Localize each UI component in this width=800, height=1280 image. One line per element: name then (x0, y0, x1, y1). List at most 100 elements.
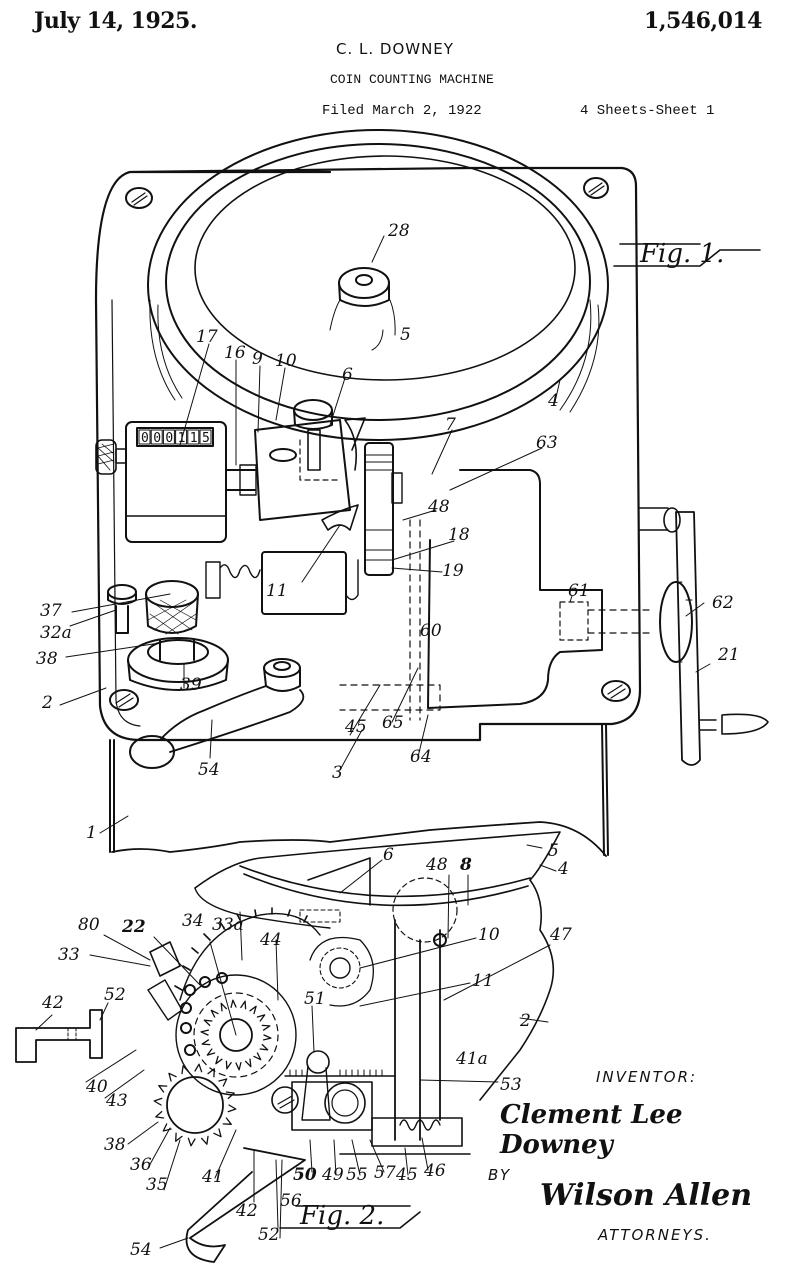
screw-hole-icon (583, 177, 609, 199)
counter-digit-cell (138, 429, 151, 445)
gear-teeth (153, 1063, 237, 1147)
reference-numeral: 46 (423, 1161, 446, 1181)
reference-numeral: 45 (395, 1165, 418, 1185)
reference-numeral: 80 (78, 915, 100, 935)
counter-digit-cell (150, 429, 163, 445)
reference-numeral: 52 (104, 985, 126, 1005)
lever-54 (185, 1147, 306, 1263)
inventor-name: C. L. DOWNEY (336, 40, 454, 58)
reference-numeral: 41 (201, 1167, 224, 1187)
counter-digit: 0 (153, 431, 161, 446)
attorney-signature: Wilson Allen (540, 1178, 753, 1213)
reference-numeral: 9 (252, 349, 263, 369)
reference-numeral: 62 (712, 593, 734, 613)
reference-numeral: 57 (374, 1163, 396, 1183)
reference-numeral: 54 (198, 760, 220, 780)
coin-bowl-rim-inner (165, 143, 591, 421)
sheet-count: 4 Sheets-Sheet 1 (580, 103, 715, 119)
crank-handle (721, 713, 769, 735)
reference-numeral: 34 (182, 911, 204, 931)
reference-numeral: 37 (40, 601, 62, 621)
reference-numeral: 10 (275, 351, 297, 371)
attorneys-caption: ATTORNEYS. (598, 1226, 712, 1244)
reference-numeral: 61 (568, 581, 590, 601)
reference-numeral: 11 (266, 581, 288, 601)
reference-numeral: 17 (196, 327, 218, 347)
bowl-section (194, 831, 561, 907)
crank-lever-54 (159, 685, 305, 753)
reference-numeral: 4 (547, 391, 559, 411)
reference-numeral: 63 (536, 433, 558, 453)
coin-bowl-rim-outer (147, 129, 609, 441)
bowl-side-shading (149, 299, 600, 413)
dial-39 (127, 637, 229, 683)
reference-numeral: 41a (455, 1049, 488, 1069)
reference-numeral: 40 (85, 1077, 108, 1097)
segment-gear (179, 912, 321, 1001)
reference-numeral: 45 (344, 717, 367, 737)
t-piece-42 (15, 1009, 103, 1063)
reference-numeral: 2 (41, 693, 53, 713)
spring-coil (219, 564, 261, 579)
reference-numeral: 55 (346, 1165, 368, 1185)
screw-hole-icon (125, 187, 153, 209)
leader-lines (35, 235, 711, 1249)
counter-housing (125, 421, 227, 543)
reference-numeral: 48 (427, 497, 450, 517)
screw-hole-icon (109, 689, 139, 711)
counter-digit: 0 (165, 431, 173, 446)
reference-numeral: 53 (500, 1075, 522, 1095)
counter-digit-cell (162, 429, 175, 445)
counter-digit: 0 (141, 431, 149, 446)
counter-window (136, 427, 214, 447)
counter-digit-cell (199, 429, 212, 445)
patent-date: July 14, 1925. (34, 8, 198, 34)
reference-numeral: 52 (258, 1225, 280, 1245)
reference-numeral: 50 (293, 1165, 317, 1185)
reference-numeral: 6 (383, 845, 394, 865)
reference-numeral: 28 (387, 221, 410, 241)
hub-hole (355, 274, 373, 286)
torn-edge (479, 879, 555, 1101)
reference-numeral: 2 (519, 1011, 531, 1031)
reference-numeral: 5 (548, 841, 559, 861)
reference-numeral: 33a (212, 915, 244, 935)
reference-numeral: 6 (342, 365, 353, 385)
reference-numeral: 11 (472, 971, 494, 991)
reference-numeral: 38 (104, 1135, 126, 1155)
slide-plate-60 (427, 469, 603, 709)
gear-36 (166, 1076, 224, 1134)
fig1-caption: Fig. 1. (613, 239, 761, 269)
reference-numeral: 5 (400, 325, 411, 345)
reference-numeral: 38 (36, 649, 58, 669)
reference-numeral: 3 (332, 763, 343, 783)
reference-numeral: 1 (86, 823, 97, 843)
counter-digit-cell (187, 429, 200, 445)
reference-numeral: 16 (224, 343, 246, 363)
lever-knob (129, 735, 175, 769)
reference-numeral: 35 (146, 1175, 168, 1195)
reference-numeral: 48 (425, 855, 448, 875)
reference-numeral: 36 (130, 1155, 152, 1175)
reference-numeral: 18 (448, 525, 470, 545)
counter-digit: 5 (202, 431, 210, 446)
gear-teeth (200, 999, 272, 1071)
handwheel-62 (659, 581, 693, 663)
reference-numeral: 21 (717, 645, 740, 665)
spring-46 (399, 1119, 441, 1131)
reference-numeral: 22 (121, 917, 146, 937)
feed-wheel-18 (364, 442, 394, 576)
reference-numeral: 54 (130, 1240, 152, 1260)
reference-numeral: 10 (478, 925, 500, 945)
patent-title: COIN COUNTING MACHINE (330, 72, 494, 87)
reference-numeral: 4 (557, 859, 569, 879)
reference-numeral: 56 (280, 1191, 302, 1211)
hub-top (338, 267, 390, 299)
reference-numeral: 60 (420, 621, 442, 641)
filing-date: Filed March 2, 1922 (322, 103, 482, 119)
reference-numeral: 65 (382, 713, 404, 733)
